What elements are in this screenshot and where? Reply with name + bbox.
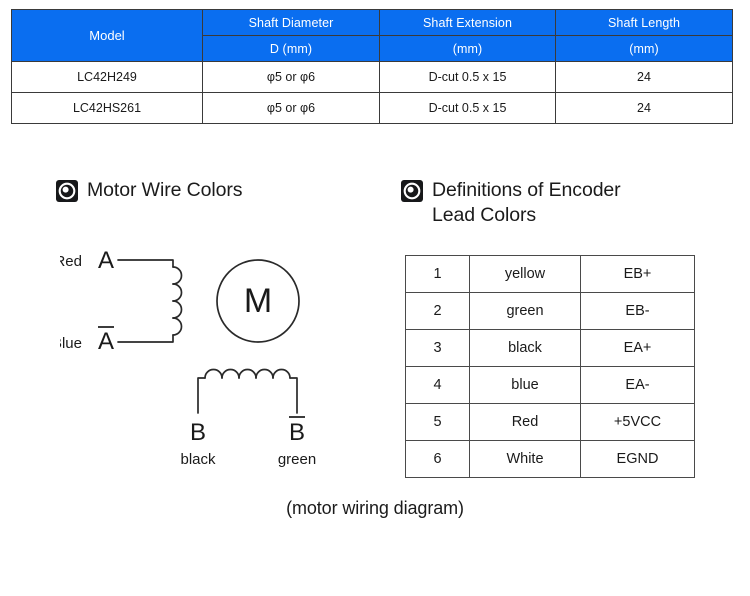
- table-row: 2 green EB-: [405, 292, 695, 330]
- cell-lead-signal: EA+: [580, 329, 695, 367]
- cell-lead-signal: EB-: [580, 292, 695, 330]
- spec-subheader-extension-unit: (mm): [379, 35, 556, 62]
- cell-lead-signal: EA-: [580, 366, 695, 404]
- phase-b-bar-terminal-label: B: [289, 419, 305, 446]
- cell-lead-number: 3: [405, 329, 470, 367]
- shaft-specification-table: Model Shaft Diameter Shaft Extension Sha…: [11, 9, 733, 124]
- cell-shaft-diameter: φ5 or φ6: [202, 92, 380, 124]
- diagram-caption: (motor wiring diagram): [286, 498, 464, 518]
- table-row: 5 Red +5VCC: [405, 403, 695, 441]
- phase-b-wire-color-label: black: [180, 451, 216, 468]
- target-badge-icon: [401, 180, 423, 202]
- target-badge-icon: [56, 180, 78, 202]
- phase-b-terminal-label: B: [190, 419, 206, 446]
- cell-model: LC42H249: [11, 61, 203, 93]
- table-row: 3 black EA+: [405, 329, 695, 367]
- motor-wire-colors-heading: Motor Wire Colors: [56, 178, 243, 203]
- table-row: 6 White EGND: [405, 440, 695, 478]
- spec-subheader-diameter-unit: D (mm): [202, 35, 380, 62]
- encoder-lead-colors-title: Definitions of Encoder Lead Colors: [432, 179, 621, 226]
- table-row: 1 yellow EB+: [405, 255, 695, 293]
- cell-shaft-length: 24: [555, 92, 733, 124]
- spec-header-model: Model: [11, 9, 203, 62]
- encoder-table: 1 yellow EB+ 2 green EB- 3 black EA+ 4 b…: [405, 255, 695, 478]
- table-row: LC42HS261 φ5 or φ6 D-cut 0.5 x 15 24: [11, 92, 733, 124]
- spec-header-shaft-diameter: Shaft Diameter: [202, 9, 380, 36]
- cell-lead-number: 1: [405, 255, 470, 293]
- cell-shaft-extension: D-cut 0.5 x 15: [379, 92, 556, 124]
- cell-shaft-diameter: φ5 or φ6: [202, 61, 380, 93]
- spec-header-row-2: D (mm) (mm) (mm): [12, 35, 733, 62]
- cell-lead-signal: EGND: [580, 440, 695, 478]
- phase-b-bar-wire-color-label: green: [278, 451, 316, 468]
- cell-shaft-extension: D-cut 0.5 x 15: [379, 61, 556, 93]
- table-row: LC42H249 φ5 or φ6 D-cut 0.5 x 15 24: [11, 61, 733, 93]
- spec-header-shaft-length: Shaft Length: [555, 9, 733, 36]
- cell-lead-color: White: [469, 440, 581, 478]
- cell-lead-signal: EB+: [580, 255, 695, 293]
- motor-wire-colors-title: Motor Wire Colors: [87, 179, 243, 201]
- cell-model: LC42HS261: [11, 92, 203, 124]
- phase-a-terminal-label: A: [98, 247, 114, 274]
- motor-symbol-label: M: [244, 282, 272, 320]
- cell-lead-color: black: [469, 329, 581, 367]
- phase-a-wire-color-label: Red: [60, 253, 82, 270]
- cell-lead-number: 5: [405, 403, 470, 441]
- encoder-lead-colors-heading: Definitions of Encoder Lead Colors: [401, 178, 701, 228]
- motor-wiring-diagram: A A M B B Red Blue black green: [60, 228, 390, 468]
- cell-lead-color: Red: [469, 403, 581, 441]
- cell-lead-number: 6: [405, 440, 470, 478]
- table-row: 4 blue EA-: [405, 366, 695, 404]
- cell-lead-color: green: [469, 292, 581, 330]
- phase-a-bar-wire-color-label: Blue: [60, 335, 82, 352]
- spec-table: Model Shaft Diameter Shaft Extension Sha…: [11, 9, 733, 124]
- cell-lead-number: 2: [405, 292, 470, 330]
- cell-shaft-length: 24: [555, 61, 733, 93]
- phase-a-bar-terminal-label: A: [98, 328, 114, 355]
- spec-header-shaft-extension: Shaft Extension: [379, 9, 556, 36]
- spec-header-row-1: Model Shaft Diameter Shaft Extension Sha…: [11, 9, 733, 62]
- cell-lead-number: 4: [405, 366, 470, 404]
- spec-subheader-length-unit: (mm): [555, 35, 733, 62]
- cell-lead-color: blue: [469, 366, 581, 404]
- cell-lead-signal: +5VCC: [580, 403, 695, 441]
- encoder-lead-colors-table: 1 yellow EB+ 2 green EB- 3 black EA+ 4 b…: [405, 255, 695, 478]
- cell-lead-color: yellow: [469, 255, 581, 293]
